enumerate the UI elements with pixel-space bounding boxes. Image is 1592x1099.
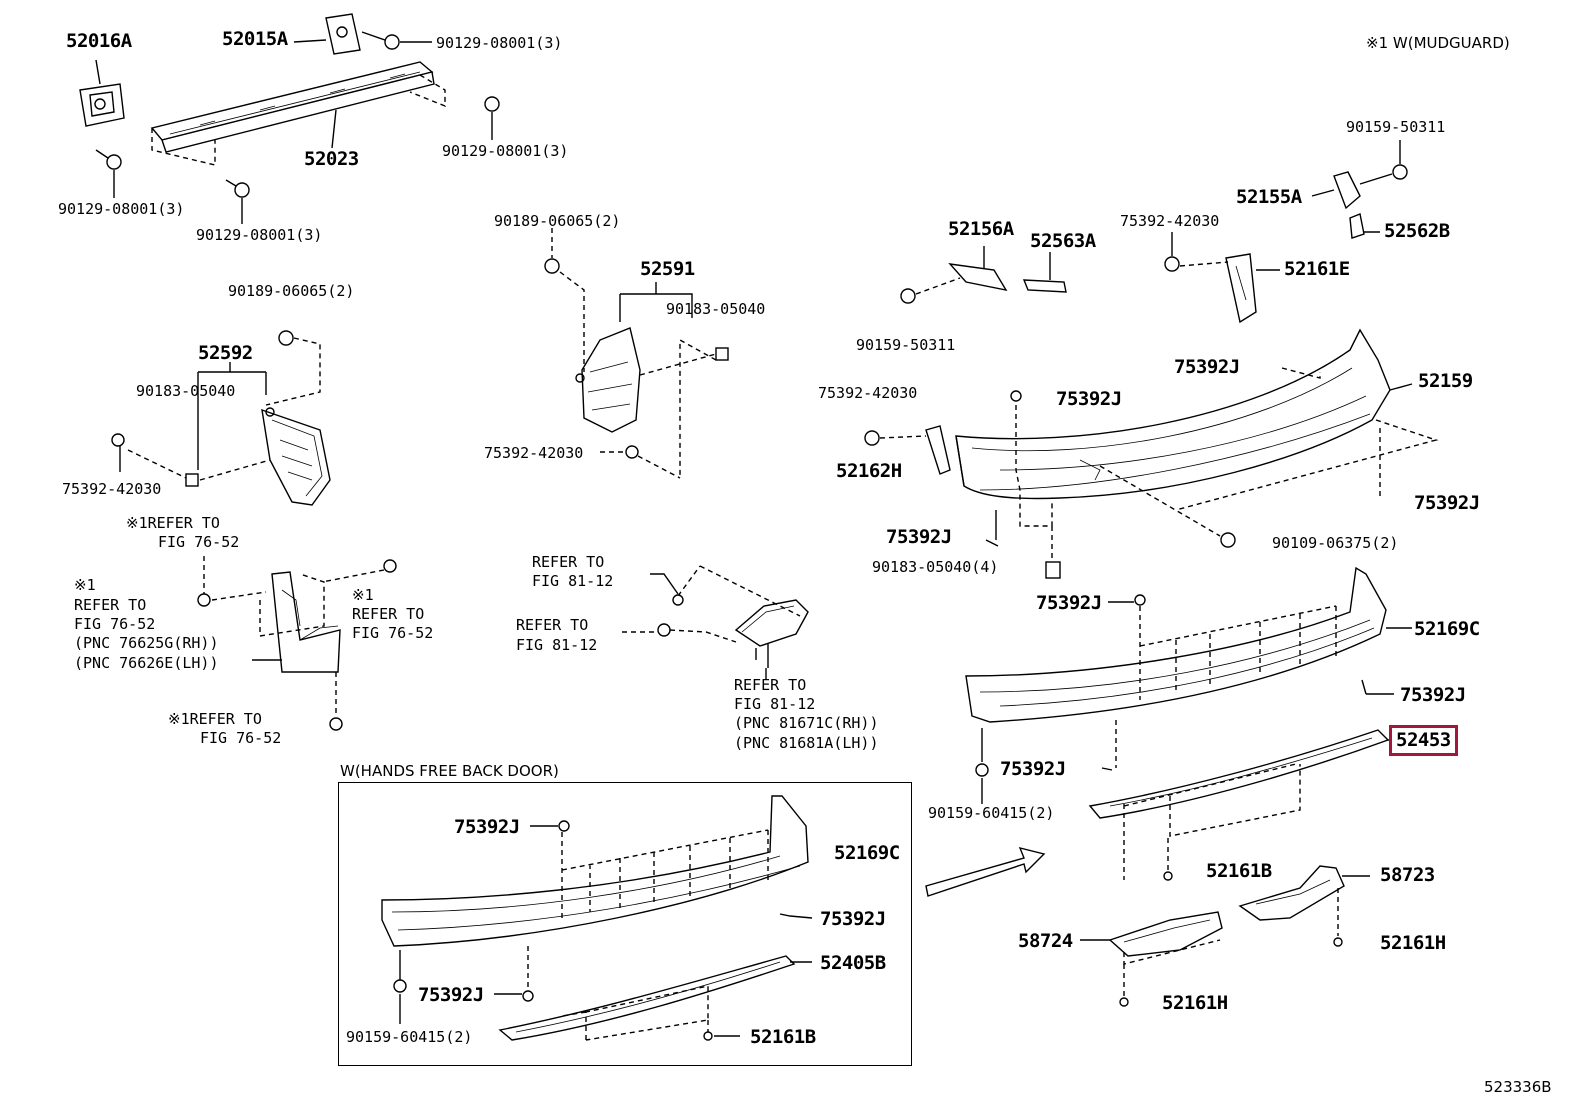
lower-cover-52169C [965, 566, 1412, 804]
fastener-label-75392-42030-b[interactable]: 75392-42030 [484, 444, 584, 462]
ref-note-7-line2: FIG 81-12 [734, 695, 816, 713]
fastener-label-90109-06375[interactable]: 90109-06375(2) [1272, 534, 1399, 552]
part-label-52161B[interactable]: 52161B [1206, 860, 1272, 882]
part-label-52563A[interactable]: 52563A [1030, 230, 1096, 252]
ref-note-5-line2: FIG 81-12 [532, 572, 614, 590]
ref-note-7-line3: (PNC 81671C(RH)) [734, 714, 879, 732]
ref-note-3-line1: ※1 [352, 586, 374, 604]
part-label-75392J-3[interactable]: 75392J [1414, 492, 1480, 514]
part-label-58724[interactable]: 58724 [1018, 930, 1073, 952]
inset-title: W(HANDS FREE BACK DOOR) [340, 762, 559, 780]
fastener-label-90189-06065-a[interactable]: 90189-06065(2) [228, 282, 355, 300]
ref-note-3-line3: FIG 76-52 [352, 624, 434, 642]
part-label-52016A[interactable]: 52016A [66, 30, 132, 52]
fastener-label-90129-08001-d[interactable]: 90129-08001(3) [196, 226, 323, 244]
part-label-52015A[interactable]: 52015A [222, 28, 288, 50]
part-label-52156A[interactable]: 52156A [948, 218, 1014, 240]
fastener-label-90129-08001-b[interactable]: 90129-08001(3) [442, 142, 569, 160]
fastener-label-90159-60415[interactable]: 90159-60415(2) [928, 804, 1055, 822]
ref-note-4-line1: ※1REFER TO [168, 710, 262, 728]
fastener-label-90129-08001-a[interactable]: 90129-08001(3) [436, 34, 563, 52]
ref-note-4-line2: FIG 76-52 [200, 729, 282, 747]
lower-panel-52453 [1088, 729, 1392, 881]
bolts-top-left [95, 31, 500, 224]
ref-note-6-line1: REFER TO [516, 616, 589, 634]
reflector-lamp [622, 565, 809, 680]
part-label-75392J-6[interactable]: 75392J [1400, 684, 1466, 706]
ref-note-3-line2: REFER TO [352, 605, 425, 623]
fastener-label-90183-05040-b[interactable]: 90183-05040 [666, 300, 766, 318]
ref-note-2-line3: FIG 76-52 [74, 615, 156, 633]
bumper-cover-52159 [864, 328, 1439, 579]
reinforcement-52023 [150, 61, 435, 153]
bracket-52015A [293, 13, 361, 55]
ref-note-2-line5: (PNC 76626E(LH)) [74, 654, 219, 672]
fastener-label-75392-42030-c[interactable]: 75392-42030 [1120, 212, 1220, 230]
ref-note-7-line4: (PNC 81681A(LH)) [734, 734, 879, 752]
bracket-52016A [79, 59, 125, 127]
ref-note-5-line1: REFER TO [532, 553, 605, 571]
upper-right-brackets [900, 140, 1408, 324]
part-label-52592[interactable]: 52592 [198, 342, 253, 364]
ref-note-2-line4: (PNC 76625G(RH)) [74, 634, 219, 652]
ref-note-6-line2: FIG 81-12 [516, 636, 598, 654]
inset-label-75392J-b[interactable]: 75392J [820, 908, 886, 930]
fastener-label-90189-06065-b[interactable]: 90189-06065(2) [494, 212, 621, 230]
bracket-52592 [111, 330, 331, 506]
inset-label-75392J-a[interactable]: 75392J [454, 816, 520, 838]
inset-label-75392J-c[interactable]: 75392J [418, 984, 484, 1006]
part-label-52161H-b[interactable]: 52161H [1162, 992, 1228, 1014]
fastener-label-75392-42030-d[interactable]: 75392-42030 [818, 384, 918, 402]
part-label-52591[interactable]: 52591 [640, 258, 695, 280]
fastener-label-90129-08001-c[interactable]: 90129-08001(3) [58, 200, 185, 218]
fastener-label-90183-05040-c[interactable]: 90183-05040(4) [872, 558, 999, 576]
inset-drawing [381, 795, 813, 1041]
direction-arrow [925, 846, 1046, 897]
bracket-52591 [544, 228, 729, 479]
part-label-52162H[interactable]: 52162H [836, 460, 902, 482]
mudguard [197, 556, 397, 731]
ref-note-7-line1: REFER TO [734, 676, 807, 694]
fastener-label-90183-05040-a[interactable]: 90183-05040 [136, 382, 236, 400]
ref-note-2-line1: ※1 [74, 576, 96, 594]
fastener-label-75392-42030-a[interactable]: 75392-42030 [62, 480, 162, 498]
ref-note-1-line1: ※1REFER TO [126, 514, 220, 532]
part-label-52159[interactable]: 52159 [1418, 370, 1473, 392]
ref-note-2-line2: REFER TO [74, 596, 147, 614]
part-label-52562B[interactable]: 52562B [1384, 220, 1450, 242]
part-label-75392J-2[interactable]: 75392J [1056, 388, 1122, 410]
inset-fastener-label-90159-60415[interactable]: 90159-60415(2) [346, 1028, 473, 1046]
part-label-58723[interactable]: 58723 [1380, 864, 1435, 886]
inset-frame [338, 782, 912, 1066]
figure-id: 523336B [1484, 1078, 1552, 1096]
fastener-label-90159-50311-a[interactable]: 90159-50311 [856, 336, 956, 354]
part-label-52155A[interactable]: 52155A [1236, 186, 1302, 208]
part-label-75392J-5[interactable]: 75392J [1036, 592, 1102, 614]
inset-label-52161B[interactable]: 52161B [750, 1026, 816, 1048]
part-label-52161H-a[interactable]: 52161H [1380, 932, 1446, 954]
ref-note-1-line2: FIG 76-52 [158, 533, 240, 551]
part-label-75392J-1[interactable]: 75392J [1174, 356, 1240, 378]
inset-label-52405B[interactable]: 52405B [820, 952, 886, 974]
part-label-52169C[interactable]: 52169C [1414, 618, 1480, 640]
parts-58723-58724 [1080, 865, 1370, 1007]
part-label-52023[interactable]: 52023 [304, 148, 359, 170]
fastener-label-90159-50311-b[interactable]: 90159-50311 [1346, 118, 1446, 136]
part-label-52161E[interactable]: 52161E [1284, 258, 1350, 280]
legend-note: ※1 W(MUDGUARD) [1366, 34, 1510, 52]
part-label-75392J-7[interactable]: 75392J [1000, 758, 1066, 780]
part-label-52453-highlighted[interactable]: 52453 [1389, 725, 1458, 756]
part-label-75392J-4[interactable]: 75392J [886, 526, 952, 548]
inset-label-52169C[interactable]: 52169C [834, 842, 900, 864]
